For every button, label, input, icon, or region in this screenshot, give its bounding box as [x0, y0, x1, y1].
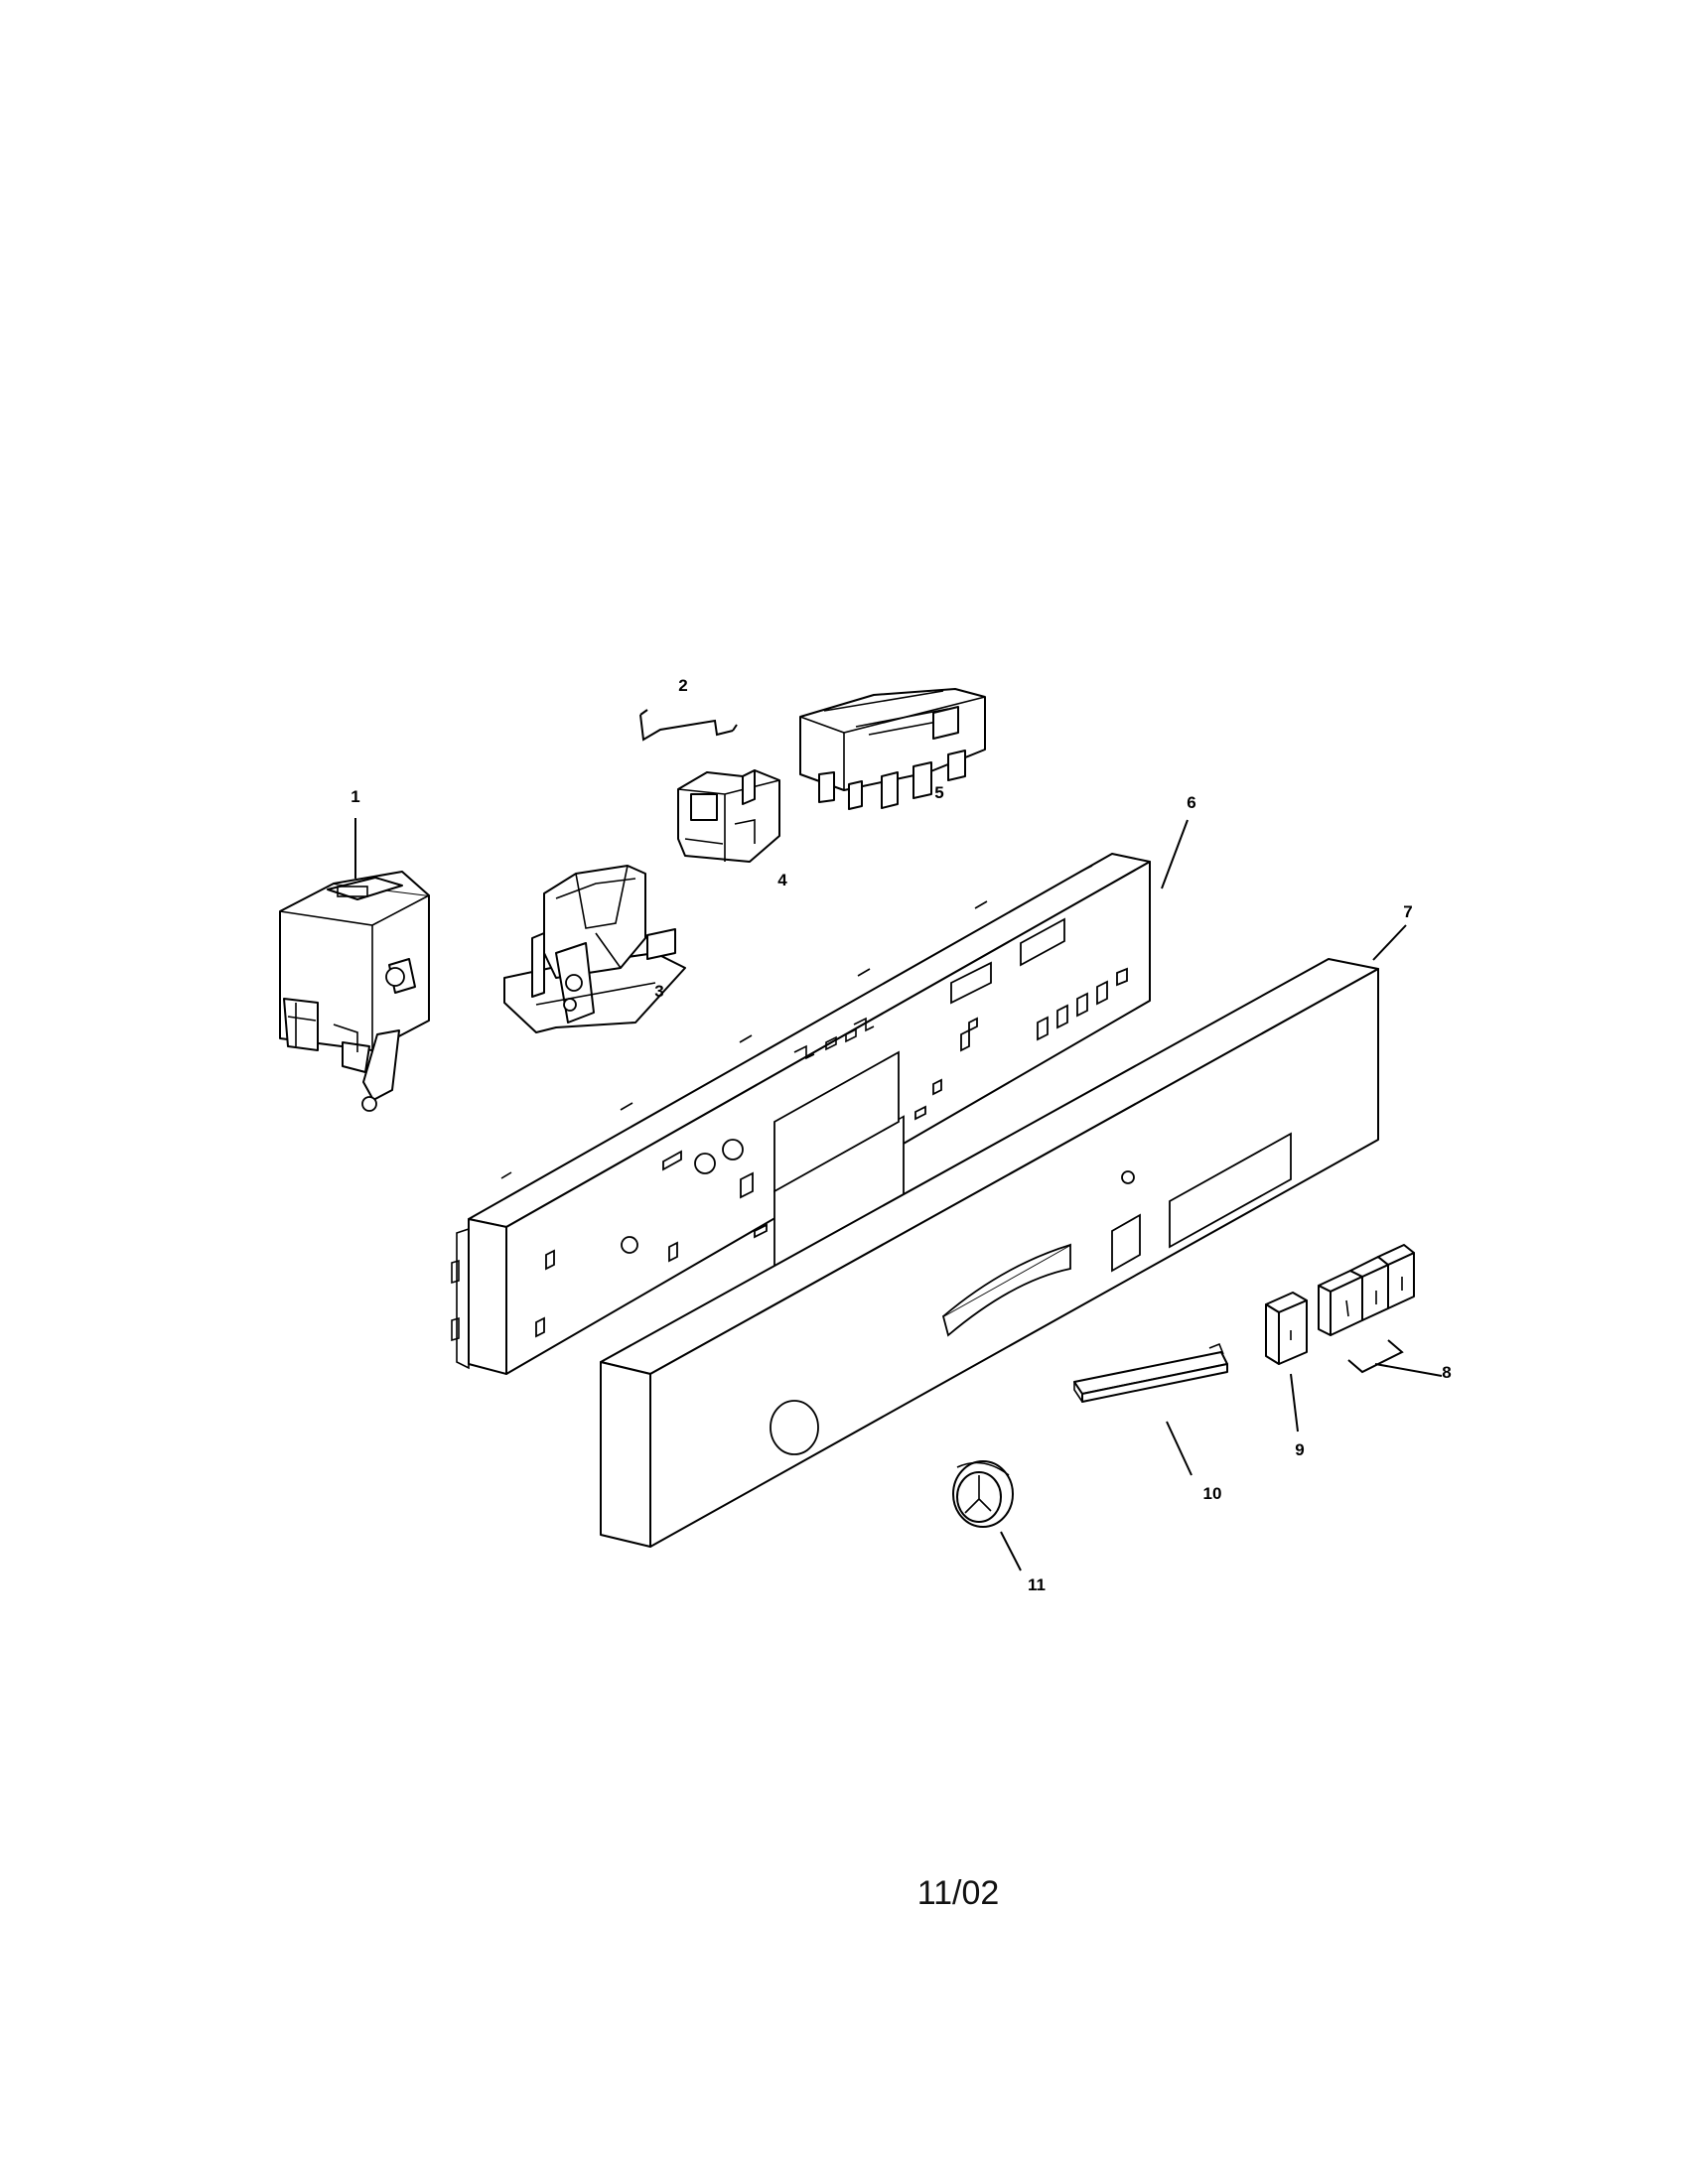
callout-7: 7 — [1403, 902, 1412, 921]
callout-1: 1 — [351, 787, 359, 806]
part-11-knob — [952, 1460, 1014, 1528]
callout-3: 3 — [654, 982, 663, 1001]
part-6-inner-panel — [451, 853, 1151, 1375]
date-code: 11/02 — [916, 1874, 1000, 1912]
part-2-wire-spring — [639, 709, 738, 742]
leader-lines — [354, 818, 1443, 1571]
part-8-button-set — [1318, 1244, 1415, 1336]
callout-2: 2 — [678, 676, 687, 695]
callout-4: 4 — [777, 871, 787, 889]
part-4-switch — [677, 769, 780, 863]
part-5-selector-switch — [799, 688, 986, 810]
part-9-button — [1265, 1292, 1308, 1365]
callout-5: 5 — [934, 783, 943, 802]
callout-6: 6 — [1187, 793, 1195, 812]
callout-9: 9 — [1295, 1440, 1304, 1459]
callout-8: 8 — [1442, 1363, 1451, 1382]
part-10-trim-strip — [1073, 1342, 1228, 1403]
callout-10: 10 — [1203, 1484, 1222, 1503]
part-3-lock-bracket — [503, 865, 686, 1033]
callout-11: 11 — [1028, 1575, 1046, 1594]
part-7-fascia-panel — [600, 958, 1379, 1548]
part-1-timer-module — [279, 871, 430, 1112]
